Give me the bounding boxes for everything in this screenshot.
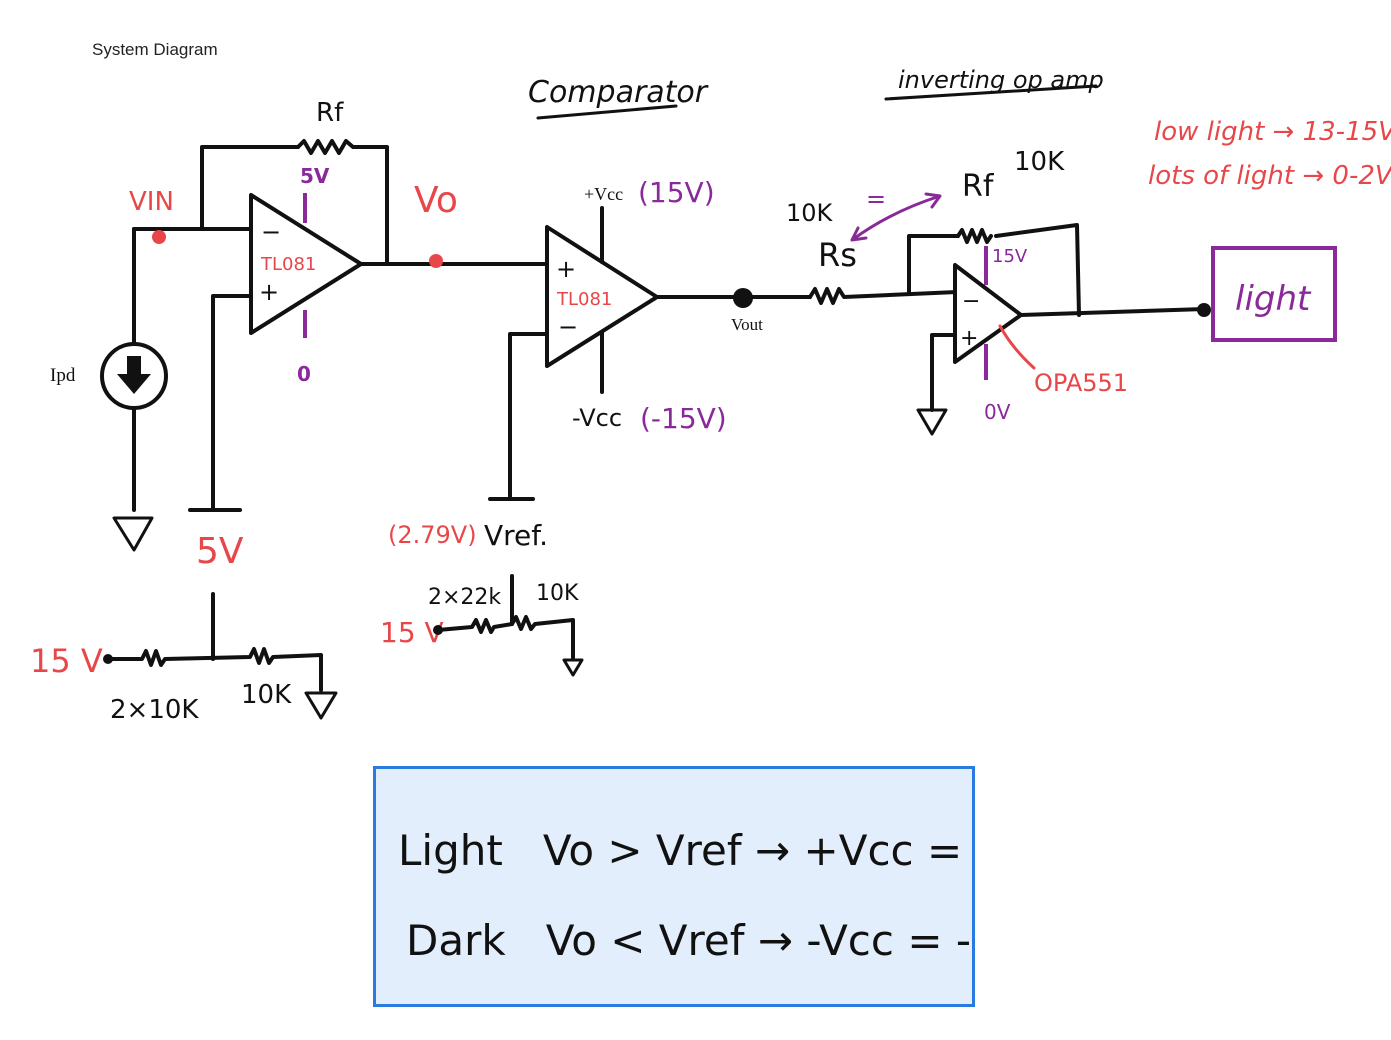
low-light-note: low light → 13-15V [1154, 117, 1391, 147]
opamp1-neg-supply: 0 [297, 362, 311, 386]
rf2-resistor [956, 228, 993, 244]
feedback-loop-wire [200, 145, 389, 266]
rf2-feedback-wire [907, 223, 1081, 317]
opamp3-pointer [998, 324, 1036, 370]
inverting-underline [884, 84, 1098, 101]
stage1-transimpedance: Rf 5V − + TL081 0 5V VIN Ipd Vo [50, 98, 547, 572]
divider2-r-bottom: 10K [536, 581, 579, 606]
divider2-source: 15 V [380, 616, 444, 649]
page-title: System Diagram [92, 40, 218, 59]
vcc-neg-label: -Vcc [572, 404, 622, 432]
opamp3 [953, 263, 1023, 364]
rf-resistor [296, 139, 355, 155]
rs-label: Rs [818, 236, 857, 274]
vo-label: Vo [414, 180, 458, 221]
vcc-neg-value: (-15V) [640, 402, 727, 435]
ground-symbol-2 [916, 408, 948, 436]
rf-supply-label: 5V [300, 164, 330, 188]
output-wire [1019, 307, 1207, 317]
divider1: 15 V 2×10K 10K [30, 592, 338, 725]
comparator-heading: Comparator [528, 75, 709, 110]
opamp3-label: OPA551 [1034, 369, 1128, 397]
opamp1-label: TL081 [260, 254, 316, 275]
rs-value: 10K [786, 199, 834, 227]
comparator-underline [536, 104, 678, 120]
vcc-pos-label: +Vcc [584, 184, 623, 204]
opamp3-plus: + [960, 326, 978, 351]
rf2-label: Rf [962, 169, 995, 204]
equal-sign: = [866, 185, 886, 213]
lots-of-light-note: lots of light → 0-2V [1148, 161, 1391, 191]
opamp3-pos-supply: 15V [992, 246, 1028, 267]
double-arrow-icon [850, 192, 942, 242]
opamp2-plus: + [556, 255, 576, 283]
stage2-comparator: + − TL081 +Vcc (15V) -Vcc (-15V) (2.79V)… [388, 176, 812, 552]
summary-text-canvas: Light Vo > Vref → +Vcc = 15V Dark Vo < V… [398, 826, 1058, 965]
vref-wire [508, 332, 549, 499]
opamp1 [249, 193, 363, 335]
light-load-box [1211, 246, 1337, 342]
inverting-heading: inverting op amp [898, 66, 1104, 94]
opamp1-minus: − [261, 218, 281, 246]
stage3-inverting: 10K Rs = Rf 10K 15V − + OPA551 0V light [786, 147, 1337, 436]
ground-symbol-4 [562, 658, 584, 677]
divider1-source: 15 V [30, 642, 103, 680]
divider1-wire [106, 647, 323, 692]
noninverting-input-wire [211, 294, 253, 510]
current-arrow-icon [117, 356, 151, 394]
divider1-r-bottom: 10K [241, 680, 292, 710]
light-load-label: light [1235, 279, 1312, 319]
ground-symbol-1 [112, 516, 154, 552]
vref-value: (2.79V) [388, 521, 477, 549]
ipd-label: Ipd [50, 365, 76, 386]
rf-label: Rf [316, 98, 344, 128]
bias-voltage-label: 5V [196, 531, 244, 572]
output-node [1197, 303, 1211, 317]
dark-condition-line: Dark Vo < Vref → -Vcc = -15V [406, 916, 972, 965]
vout-node [733, 288, 753, 308]
opamp3-minus: − [962, 289, 980, 314]
vref-label: Vref. [484, 519, 548, 552]
opamp3-noninv-wire [930, 333, 957, 412]
light-condition-line: Light Vo > Vref → +Vcc = 15V [398, 826, 972, 875]
ground-symbol-3 [304, 691, 338, 720]
summary-box: Light Vo > Vref → +Vcc = 15V Dark Vo < V… [373, 766, 1058, 1007]
opamp1-plus: + [259, 278, 279, 306]
divider2: 15 V 2×22k 10K [380, 574, 584, 677]
rs-resistor [808, 287, 959, 305]
divider1-r-top: 2×10K [110, 695, 199, 725]
vin-node [152, 230, 166, 244]
divider2-r-top: 2×22k [428, 585, 501, 610]
divider2-wire [436, 615, 575, 660]
vout-label: Vout [731, 315, 763, 334]
vin-label: VIN [129, 187, 174, 217]
opamp2-label: TL081 [556, 289, 612, 310]
vcc-pos-value: (15V) [638, 176, 715, 209]
rf2-value: 10K [1014, 147, 1065, 177]
opamp3-neg-supply: 0V [984, 400, 1011, 424]
vo-node [429, 254, 443, 268]
opamp2-minus: − [558, 313, 578, 341]
